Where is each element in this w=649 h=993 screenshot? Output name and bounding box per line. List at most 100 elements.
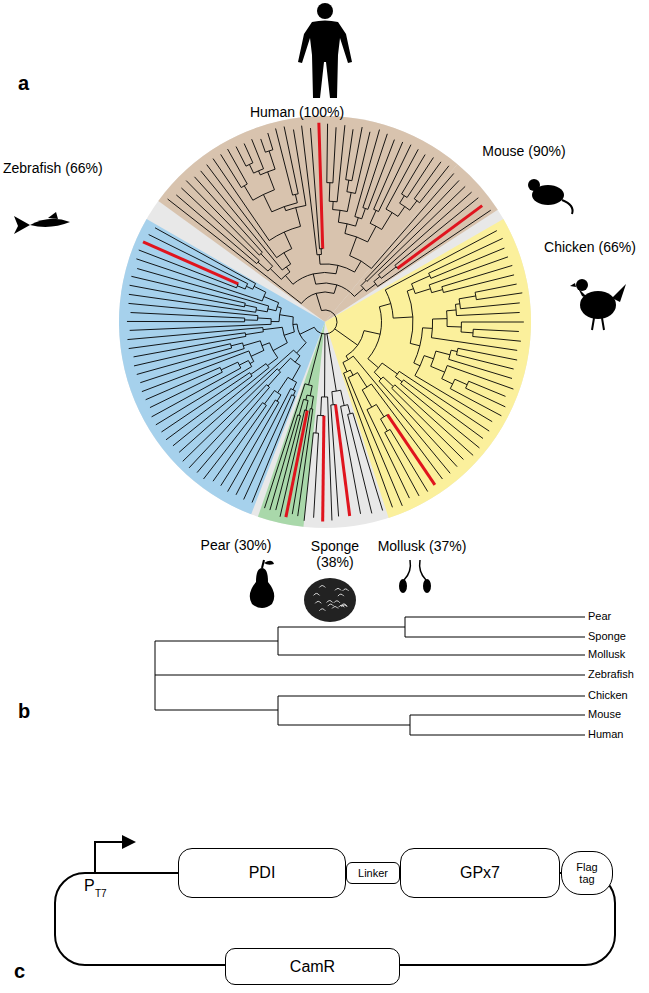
branch: [455, 303, 459, 305]
branch: [436, 351, 450, 355]
branch: [397, 206, 482, 269]
branch: [473, 336, 521, 341]
branch: [278, 377, 288, 392]
branch: [466, 388, 506, 407]
part-name: Linker: [358, 867, 388, 879]
branch: [264, 297, 279, 303]
sponge-icon: [304, 578, 356, 622]
branch: [129, 333, 246, 349]
branch: [379, 145, 411, 212]
branch: [246, 332, 264, 335]
leaf-label: Zebrafish: [588, 668, 634, 681]
branch: [149, 235, 248, 284]
branch: [442, 379, 453, 384]
branch: [155, 228, 256, 284]
branch: [137, 269, 268, 306]
branch: [447, 326, 461, 328]
branch: [254, 286, 266, 292]
leaf-label: Human: [588, 728, 623, 741]
branch: [280, 315, 294, 317]
human-icon: [298, 3, 352, 98]
clade-wedges: [119, 116, 531, 528]
branch: [139, 250, 237, 288]
sponge-texture: [328, 604, 334, 606]
branch: [201, 171, 283, 270]
sponge-texture: [338, 594, 344, 596]
dendrogram: [155, 617, 585, 735]
branch: [213, 159, 269, 241]
branch: [424, 356, 433, 359]
branch: [414, 363, 420, 366]
branch: [244, 144, 253, 163]
branch: [127, 321, 245, 322]
branch: [134, 344, 231, 366]
branch: [277, 307, 281, 308]
sponge-texture: [332, 607, 338, 609]
branch: [345, 224, 347, 234]
promoter-arrowhead: [122, 835, 136, 849]
branch: [194, 177, 262, 252]
branch: [432, 290, 443, 293]
branch: [395, 198, 478, 266]
branch: [309, 334, 322, 385]
branch: [383, 377, 393, 387]
branch: [348, 405, 350, 414]
branch: [130, 324, 271, 330]
branch: [264, 390, 274, 404]
branch: [262, 343, 270, 346]
branch: [245, 305, 257, 307]
branch: [331, 405, 339, 516]
branch: [415, 289, 430, 294]
branch: [272, 203, 298, 212]
branch: [461, 331, 473, 333]
branch: [350, 370, 353, 375]
branch: [268, 172, 275, 190]
part-name: PDI: [249, 864, 276, 882]
branch: [367, 186, 465, 281]
branch: [231, 343, 243, 346]
branch: [142, 351, 249, 392]
branch: [295, 194, 297, 202]
branch: [429, 238, 503, 273]
branch: [475, 284, 517, 292]
branch: [370, 210, 376, 223]
branch: [316, 293, 321, 310]
clade-wedge: [325, 219, 531, 518]
branch: [156, 367, 252, 425]
branch: [140, 349, 244, 383]
branch: [362, 208, 366, 218]
gray-wedge: [119, 116, 531, 528]
branch: [316, 283, 355, 296]
branch: [296, 208, 301, 227]
branch: [368, 359, 379, 368]
branch: [353, 356, 450, 473]
branch: [256, 310, 267, 312]
mollusk-icon: [399, 560, 431, 593]
branch: [293, 130, 305, 206]
branch: [207, 165, 277, 258]
branch: [244, 186, 253, 200]
branch: [271, 321, 279, 322]
branch: [263, 195, 271, 212]
species-label: Sponge (38%): [305, 538, 365, 570]
leaf-label: Mouse: [588, 708, 621, 721]
branch: [285, 275, 292, 284]
branch: [137, 348, 232, 374]
branch: [293, 382, 297, 390]
sponge-texture: [343, 589, 349, 591]
branch: [381, 267, 396, 278]
branch: [221, 154, 242, 187]
branch: [183, 369, 277, 462]
branch: [447, 309, 456, 311]
branch: [410, 201, 417, 210]
panel-letter: b: [18, 700, 30, 723]
plasmid-part-box: Linker: [346, 862, 400, 884]
branch: [366, 284, 376, 291]
branch: [461, 322, 523, 323]
branch: [395, 377, 402, 382]
branch: [249, 164, 253, 173]
pear-icon: [250, 560, 275, 608]
branch: [380, 419, 387, 431]
branch: [332, 201, 334, 209]
branch: [404, 380, 483, 439]
